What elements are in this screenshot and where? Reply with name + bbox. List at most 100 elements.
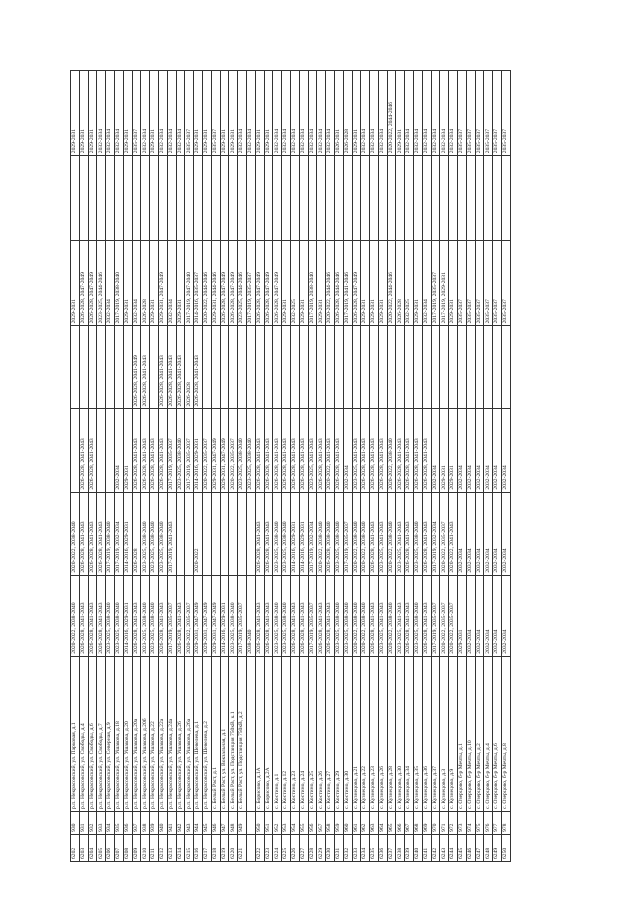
table-cell: 6212 [158,834,168,862]
table-cell: р.п. Некрасовский, ул. Северная, д.9 [105,656,115,812]
table-cell: 2029-2031 [281,240,291,326]
table-cell [202,325,212,409]
table-cell: 968 [413,811,423,835]
table-cell [105,408,115,493]
table-cell: р.п. Некрасовский, ул. Ушакова, д.22 [149,656,159,812]
table-cell: 937 [132,811,141,835]
table-cell [483,325,493,409]
table-cell: 2023-2025, 2038-2040 [334,492,344,576]
table-cell: 958 [325,811,335,835]
table-cell: 2032-2034 [158,70,168,156]
table-cell: 6237 [387,834,396,862]
table-cell: с. Кузнецово, д.34 [404,656,414,812]
table-cell [281,155,291,241]
table-cell: 2023-2025, 2038-2040 [114,575,124,657]
table-cell: 978 [501,811,511,835]
table-cell [308,155,317,241]
table-cell: 2020-2022, 2044-2046 [202,240,212,326]
table-cell: 942 [176,811,185,835]
table-cell [158,155,168,241]
table-cell: 2032-2034 [492,575,502,657]
table-cell: с. Белый Раст, ул. Подстанция 750кВ, к.1 [228,656,238,812]
table-cell: 969 [422,811,432,835]
table-cell: 2032-2034 [492,492,502,576]
table-cell: с. Кузнецово, д.37 [431,656,440,812]
table-cell: с. Кузнецово, д.22 [360,656,370,812]
table-cell: 2029-2031, 2047-2049 [158,240,168,326]
table-cell: 2020-2022, 2038-2040 [316,492,326,576]
table-cell: с. Озерцово, б-р Мечты, д.6 [492,656,502,812]
table-cell: 6248 [483,834,493,862]
table-cell: 2035-2037 [457,70,467,156]
table-cell [114,325,124,409]
table-cell [387,325,396,409]
table-cell: 2032-2034 [466,492,476,576]
table-cell: 6235 [369,834,379,862]
table-cell: 2026-2028, 2041-2043 [132,575,141,657]
table-cell: 6209 [132,834,141,862]
table-cell: 2026-2028, 2041-2043 [255,492,265,576]
table-cell: 2023-2025, 2038-2040 [413,575,423,657]
table-cell: 2032-2034 [281,70,291,156]
table-cell: 2035-2037 [483,240,493,326]
table-cell: р.п. Некрасовский, ул. Ушакова, д.26а [184,656,194,812]
table-cell: 2032-2034 [404,70,414,156]
table-cell [404,155,414,241]
table-cell: 2026-2028, 2041-2043 [290,408,300,493]
table-cell: 2017-2019, 2032-2034 [308,492,317,576]
table-cell: 2026-2028, 2041-2043 [290,575,300,657]
table-cell: с. Костино, д.23 [290,656,300,812]
table-cell: 2017-2019, 2038-2040 [105,492,115,576]
table-cell: 2020-2022, 2038-2040 [360,492,370,576]
table-cell: 6231 [334,834,344,862]
table-cell: с. Озерцово, б-р Мечты, д.4 [483,656,493,812]
table-cell: 6208 [123,834,133,862]
table-cell: 2017-2019, 2029-2031 [439,240,449,326]
table-cell: 6210 [140,834,150,862]
table-cell [255,155,265,241]
table-cell [176,155,185,241]
table-cell: 2026-2028, 2047-2049 [88,240,97,326]
table-cell [237,492,247,576]
table-cell: 944 [193,811,203,835]
table-cell: 2032-2034 [483,492,493,576]
table-cell [501,325,511,409]
table-cell: 2023-2025, 2041-2043 [395,492,405,576]
table-cell: 6211 [149,834,159,862]
table-cell [457,325,467,409]
table-cell: 2029-2031 [149,240,159,326]
table-cell: р.п. Некрасовский, ул. Ушакова, д.20б [140,656,150,812]
table-cell: 2014-2016, 2029-2031 [299,492,309,576]
table-cell: 2032-2034 [448,70,458,156]
table-cell: 936 [123,811,133,835]
table-cell [360,155,370,241]
table-cell: 973 [457,811,467,835]
table-cell: 2026-2028, 2047-2049 [352,240,361,326]
table-cell [176,492,185,576]
table-cell [492,325,502,409]
table-cell: 2026-2028, 2041-2043 [413,408,423,493]
table-cell: 931 [79,811,89,835]
table-cell: 2014-2016, 2035-2037 [193,240,203,326]
table-cell [149,325,159,409]
table-cell: р.п. Некрасовский, ул. Шевелева, д.1 [193,656,203,812]
table-cell: 2026-2028, 2041-2043 [140,408,150,493]
table-cell: 2023-2025, 2038-2040 [281,575,291,657]
table-cell: 6222 [255,834,265,862]
table-cell [220,492,229,576]
table-cell: 2017-2019, 2041-2043 [167,492,177,576]
table-cell: 2032-2034 [343,408,352,493]
table-cell: с. Кузнецово, д.9 [448,656,458,812]
